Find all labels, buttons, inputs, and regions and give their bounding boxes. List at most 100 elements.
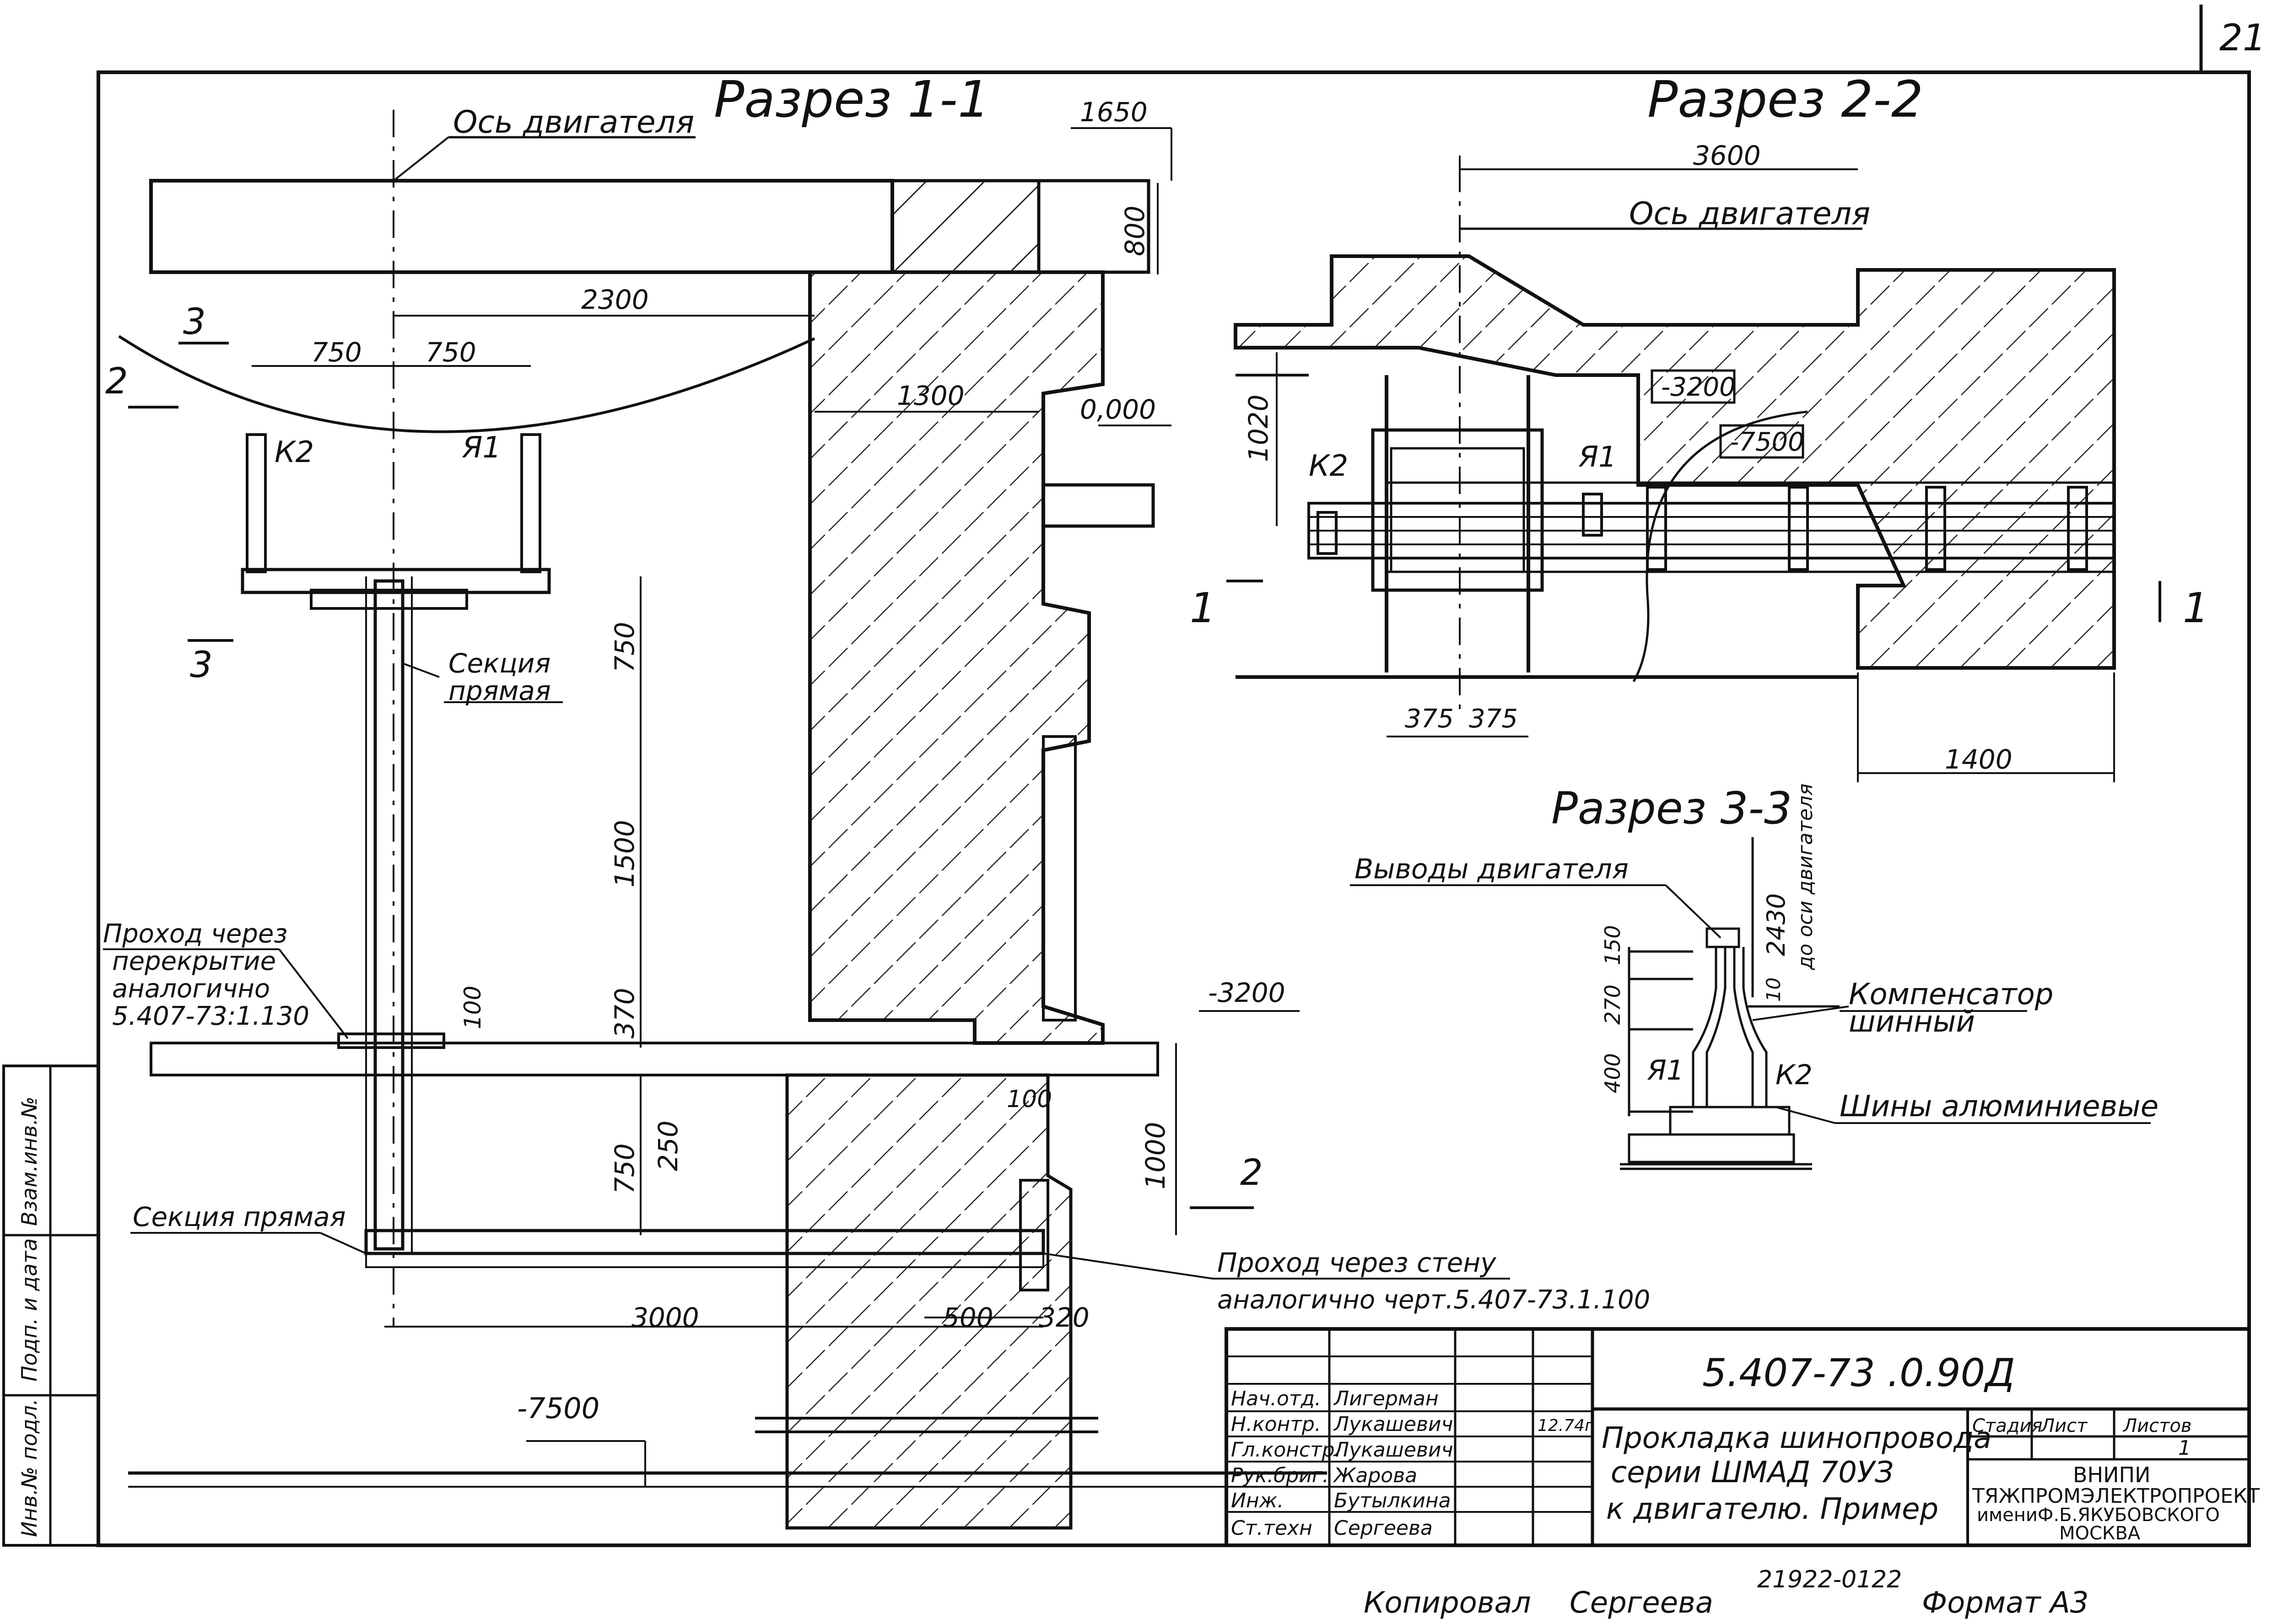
date-value: 12.74г bbox=[1538, 1416, 1594, 1435]
staff-role-1: Н.контр. bbox=[1231, 1413, 1321, 1436]
slab-passage-label-2: перекрытие bbox=[112, 946, 276, 976]
sheets-value: 1 bbox=[2178, 1436, 2191, 1460]
dim-1300: 1300 bbox=[897, 380, 965, 411]
mark-2-left: 2 bbox=[105, 361, 128, 402]
stamp-inv-no: Инв.№ подл. bbox=[17, 1398, 42, 1537]
dim-1000: 1000 bbox=[1140, 1122, 1171, 1189]
footer-copied: Копировал bbox=[1364, 1586, 1531, 1620]
footer-copier-name: Сергеева bbox=[1570, 1586, 1713, 1620]
section-2-2-title: Разрез 2-2 bbox=[1647, 70, 1923, 129]
section-1-1: Разрез 1-1 Ось двигателя К2 bbox=[103, 70, 1650, 1530]
straight-section-label-1: Секция bbox=[448, 648, 550, 679]
ya1-label-s22: Я1 bbox=[1578, 440, 1617, 473]
level-7500-b: -7500 bbox=[1730, 427, 1804, 457]
dim-3200-a: -3200 bbox=[1208, 977, 1285, 1008]
dim-3000: 3000 bbox=[631, 1302, 699, 1333]
dim-750-a: 750 bbox=[311, 337, 362, 368]
dim-800: 800 bbox=[1119, 205, 1150, 256]
org-line-3: имениФ.Б.ЯКУБОВСКОГО bbox=[1977, 1505, 2220, 1526]
slab-passage-label-1: Проход через bbox=[103, 919, 287, 949]
mark-2-bot: 2 bbox=[1240, 1152, 1263, 1194]
staff-name-0: Лигерман bbox=[1333, 1387, 1439, 1410]
motor-leads-label: Выводы двигателя bbox=[1354, 853, 1629, 885]
ya1-label-s11: Я1 bbox=[462, 431, 501, 465]
section-3-3: Разрез 3-3 Выводы двигателя 150 270 10 4… bbox=[1350, 783, 2158, 1170]
staff-role-4: Инж. bbox=[1231, 1489, 1284, 1512]
dim-2430: 2430 bbox=[1762, 893, 1791, 956]
sheet-number: 21 bbox=[2219, 16, 2266, 59]
motor-axis-label-1: Ось двигателя bbox=[453, 104, 694, 140]
dim-400: 400 bbox=[1600, 1053, 1625, 1093]
dim-270: 270 bbox=[1600, 984, 1625, 1025]
k2-label-s11: К2 bbox=[275, 436, 314, 469]
section-2-2: Разрез 2-2 Ось двигателя -3200 -7 bbox=[1190, 70, 2209, 782]
stamp-replace-inv: Взам.инв.№ bbox=[17, 1097, 42, 1226]
dim-500: 500 bbox=[943, 1302, 993, 1333]
dim-3600: 3600 bbox=[1693, 140, 1761, 171]
mark-1-right: 1 bbox=[2183, 584, 2209, 632]
staff-role-2: Гл.констр. bbox=[1231, 1438, 1341, 1462]
title-block: Нач.отд. Лигерман Н.контр. Лукашевич Гл.… bbox=[1225, 1327, 2260, 1547]
staff-role-5: Ст.техн bbox=[1231, 1516, 1312, 1540]
dim-150: 150 bbox=[1600, 925, 1625, 965]
dim-7500-a: -7500 bbox=[517, 1392, 599, 1425]
staff-name-5: Сергеева bbox=[1334, 1516, 1433, 1540]
staff-role-0: Нач.отд. bbox=[1231, 1387, 1321, 1410]
level-3200-b: -3200 bbox=[1661, 372, 1736, 402]
section-1-1-title: Разрез 1-1 bbox=[714, 70, 990, 129]
footer-format: Формат А3 bbox=[1922, 1586, 2089, 1620]
dim-1500: 1500 bbox=[609, 820, 640, 887]
axis-dist-label: до оси двигателя bbox=[1794, 784, 1817, 970]
mark-3-bot: 3 bbox=[190, 645, 213, 686]
title-line-3: к двигателю. Пример bbox=[1606, 1492, 1938, 1526]
straight-section-label-2: прямая bbox=[448, 675, 551, 706]
mark-1-left: 1 bbox=[1190, 584, 1216, 632]
dim-1650: 1650 bbox=[1080, 97, 1148, 128]
dim-0000: 0,000 bbox=[1080, 394, 1156, 425]
footer-order-no: 21922-01 bbox=[1757, 1566, 1872, 1593]
dim-750-b: 750 bbox=[426, 337, 476, 368]
footer-page-no: 22 bbox=[1872, 1566, 1902, 1593]
title-line-2: серии ШМАД 70УЗ bbox=[1611, 1456, 1894, 1490]
staff-name-2: Лукашевич bbox=[1333, 1438, 1453, 1462]
staff-name-4: Бутылкина bbox=[1334, 1489, 1451, 1512]
wall-passage-label-2: аналогично черт.5.407-73.1.100 bbox=[1217, 1285, 1650, 1315]
dim-100-a: 100 bbox=[459, 986, 486, 1029]
title-line-1: Прокладка шинопровода bbox=[1602, 1421, 1991, 1455]
mark-3-top: 3 bbox=[183, 301, 206, 343]
ya1-label-s33: Я1 bbox=[1647, 1054, 1684, 1086]
compensator-label-1: Компенсатор bbox=[1849, 978, 2053, 1011]
staff-name-1: Лукашевич bbox=[1333, 1413, 1453, 1436]
slab-passage-label-3: аналогично bbox=[112, 974, 270, 1004]
dim-375-b: 375 bbox=[1469, 704, 1518, 734]
stamp-sign-date: Подп. и дата bbox=[17, 1238, 42, 1382]
side-stamp: Инв.№ подл. Подп. и дата Взам.инв.№ bbox=[2, 1065, 100, 1547]
dim-1020: 1020 bbox=[1243, 394, 1274, 462]
doc-code: 5.407-73 .0.90Д bbox=[1702, 1350, 2015, 1395]
dim-2300: 2300 bbox=[581, 284, 649, 315]
dims-s11 bbox=[252, 127, 1300, 1487]
org-line-4: МОСКВА bbox=[2059, 1523, 2141, 1544]
stage-label: Стадия bbox=[1972, 1415, 2042, 1436]
al-busbars-label: Шины алюминиевые bbox=[1840, 1090, 2158, 1124]
k2-label-s22: К2 bbox=[1309, 449, 1348, 483]
dim-1400: 1400 bbox=[1945, 744, 2013, 775]
slab-passage-label-4: 5.407-73:1.130 bbox=[112, 1001, 309, 1031]
motor-axis-label-2: Ось двигателя bbox=[1629, 196, 1870, 232]
dim-750-d: 750 bbox=[609, 1143, 640, 1194]
dim-370: 370 bbox=[609, 988, 640, 1038]
straight-section-label-3: Секция прямая bbox=[133, 1201, 346, 1232]
dim-250: 250 bbox=[653, 1120, 684, 1171]
org-line-2: ТЯЖПРОМЭЛЕКТРОПРОЕКТ bbox=[1972, 1484, 2260, 1508]
dim-100-b: 100 bbox=[1007, 1086, 1052, 1113]
section-3-3-title: Разрез 3-3 bbox=[1551, 783, 1792, 834]
wall-passage-label-1: Проход через стену bbox=[1217, 1247, 1496, 1278]
sheet-label: Лист bbox=[2040, 1415, 2088, 1436]
sheets-label: Листов bbox=[2122, 1415, 2191, 1436]
dim-375-a: 375 bbox=[1405, 704, 1454, 734]
org-line-1: ВНИПИ bbox=[2073, 1463, 2151, 1487]
dim-750-c: 750 bbox=[609, 622, 640, 672]
k2-label-s33: К2 bbox=[1775, 1059, 1813, 1091]
staff-name-3: Жарова bbox=[1333, 1464, 1417, 1487]
